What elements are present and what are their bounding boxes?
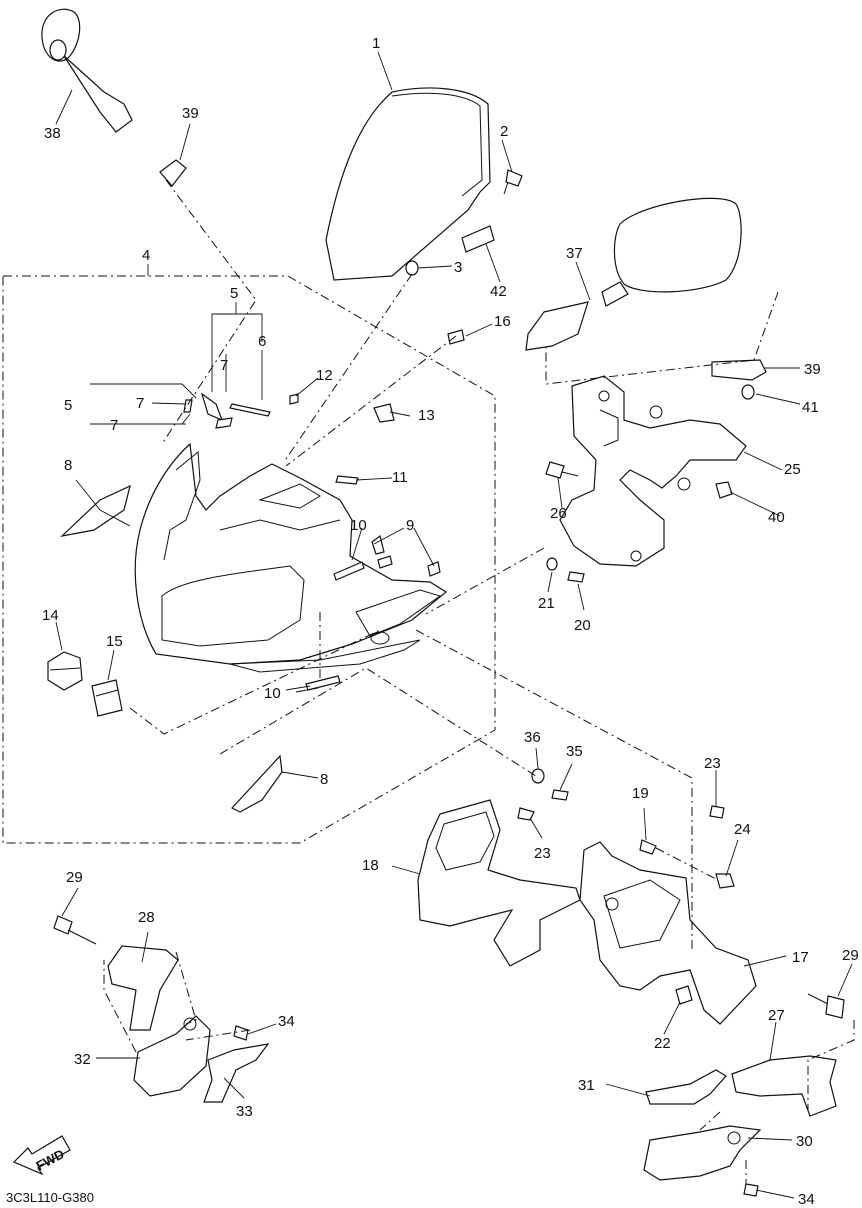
grommet-left xyxy=(159,159,187,187)
callout-38: 38 xyxy=(44,125,61,142)
callout-32: 32 xyxy=(74,1051,91,1068)
grommet-right xyxy=(711,359,767,381)
clip-22 xyxy=(675,985,693,1005)
screw-19 xyxy=(639,839,657,855)
bolt-29-left xyxy=(53,915,97,945)
inner-panel-17 xyxy=(579,841,757,1025)
leader-lines xyxy=(55,51,853,1199)
panel-8-left xyxy=(60,484,131,537)
callout-25: 25 xyxy=(784,461,801,478)
callout-5a: 5 xyxy=(230,285,238,302)
callout-30: 30 xyxy=(796,1133,813,1150)
callout-39b: 39 xyxy=(804,361,821,378)
drawing-code: 3C3L110-G380 xyxy=(6,1190,94,1205)
washer-21 xyxy=(546,557,558,571)
callout-7b: 7 xyxy=(136,395,144,412)
callout-26: 26 xyxy=(550,505,567,522)
screw-35 xyxy=(551,789,569,801)
left-mirror xyxy=(41,8,133,133)
callout-12: 12 xyxy=(316,367,333,384)
callout-22: 22 xyxy=(654,1035,671,1052)
part-number-labels: 1 2 3 4 5 5 6 7 7 7 8 8 9 10 10 11 12 13… xyxy=(42,35,859,1208)
callout-9: 9 xyxy=(406,517,414,534)
callout-10a: 10 xyxy=(350,517,367,534)
callout-36: 36 xyxy=(524,729,541,746)
bracket-28 xyxy=(107,945,179,1031)
callout-17: 17 xyxy=(792,949,809,966)
callout-20: 20 xyxy=(574,617,591,634)
stay-bracket xyxy=(559,375,747,567)
callout-42: 42 xyxy=(490,283,507,300)
callout-1: 1 xyxy=(372,35,380,52)
callout-24: 24 xyxy=(734,821,751,838)
callout-13: 13 xyxy=(418,407,435,424)
callout-31: 31 xyxy=(578,1077,595,1094)
callout-18: 18 xyxy=(362,857,379,874)
bracket-33 xyxy=(203,1043,270,1103)
callout-29b: 29 xyxy=(842,947,859,964)
callout-11: 11 xyxy=(392,469,408,486)
callout-7a: 7 xyxy=(220,357,228,374)
windscreen xyxy=(325,87,491,281)
callout-5b: 5 xyxy=(64,397,72,414)
screw-23-right xyxy=(709,805,725,819)
nut-24 xyxy=(715,873,735,889)
callout-35: 35 xyxy=(566,743,583,760)
callout-10b: 10 xyxy=(264,685,281,702)
callout-8a: 8 xyxy=(64,457,72,474)
callout-3: 3 xyxy=(454,259,462,276)
callout-4: 4 xyxy=(142,247,150,264)
callout-34b: 34 xyxy=(798,1191,815,1208)
callout-15: 15 xyxy=(106,633,123,650)
callout-41: 41 xyxy=(802,399,819,416)
bolt-26 xyxy=(545,461,579,479)
callout-39a: 39 xyxy=(182,105,199,122)
front-cowl xyxy=(134,442,448,673)
bracket-30 xyxy=(643,1125,762,1181)
callout-6: 6 xyxy=(258,333,266,350)
collar-41 xyxy=(741,384,755,400)
screw-23-left xyxy=(517,807,535,821)
pad-42 xyxy=(461,225,495,253)
right-mirror xyxy=(525,197,742,351)
fwd-arrow-icon: FWD xyxy=(12,1135,71,1176)
bracket-32 xyxy=(133,1015,211,1097)
callout-23b: 23 xyxy=(704,755,721,772)
screw-34-right xyxy=(743,1183,759,1197)
callout-23a: 23 xyxy=(534,845,551,862)
plate-31 xyxy=(645,1069,727,1105)
callout-21: 21 xyxy=(538,595,555,612)
callout-8b: 8 xyxy=(320,771,328,788)
callout-27: 27 xyxy=(768,1007,785,1024)
panel-8-lower xyxy=(231,754,283,813)
callout-29a: 29 xyxy=(66,869,83,886)
callout-33: 33 xyxy=(236,1103,253,1120)
nut-3 xyxy=(405,260,419,276)
callout-40: 40 xyxy=(768,509,785,526)
bracket-27 xyxy=(731,1055,837,1117)
nut-40 xyxy=(715,481,733,499)
assembly-4-boundary xyxy=(2,275,496,844)
screw-34-left xyxy=(233,1025,249,1041)
callout-19: 19 xyxy=(632,785,649,802)
callout-37: 37 xyxy=(566,245,583,262)
callout-2: 2 xyxy=(500,123,508,140)
assembly-lines xyxy=(103,179,855,1186)
callout-7c: 7 xyxy=(110,417,118,434)
inner-panel-18 xyxy=(417,799,581,967)
screw-20 xyxy=(567,571,585,583)
bracket-14 xyxy=(47,651,83,691)
callout-34a: 34 xyxy=(278,1013,295,1030)
washer-36 xyxy=(531,768,545,784)
bracket-15 xyxy=(91,679,123,717)
callout-14: 14 xyxy=(42,607,59,624)
callout-28: 28 xyxy=(138,909,155,926)
callout-16: 16 xyxy=(494,313,511,330)
bolt-29-right xyxy=(807,993,845,1019)
screw-2 xyxy=(503,169,523,195)
